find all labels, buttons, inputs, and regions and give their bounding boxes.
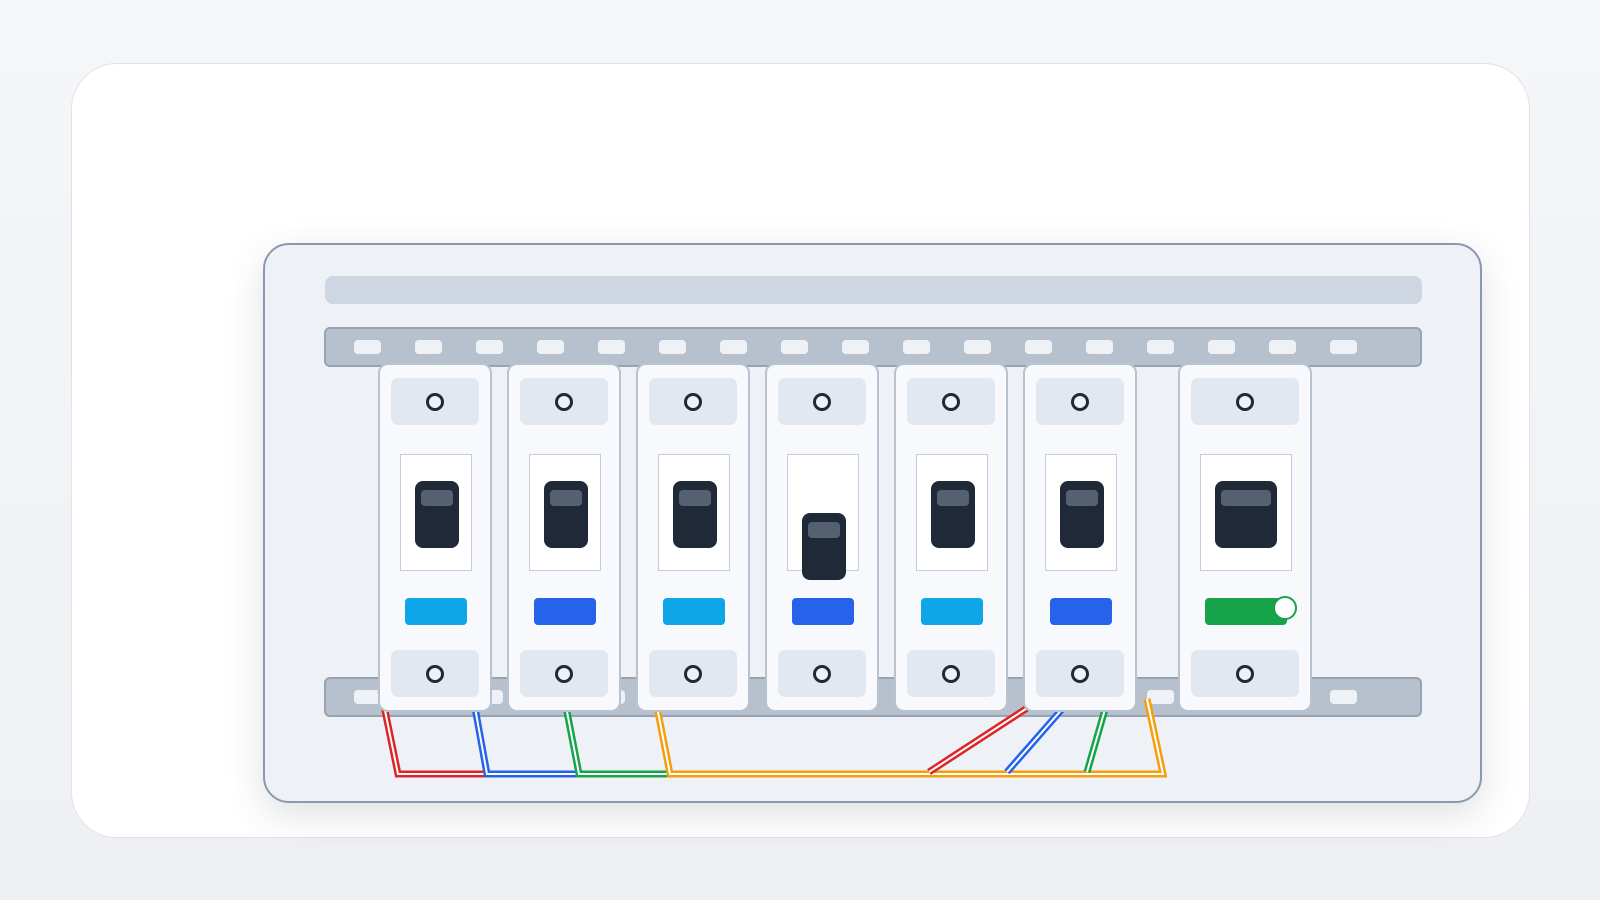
terminal-bottom: [778, 650, 866, 697]
breaker-4: [765, 363, 879, 712]
screw-icon: [426, 392, 444, 411]
lever-grip: [808, 522, 840, 538]
status-indicator: [921, 598, 983, 625]
breaker-lever[interactable]: [931, 481, 975, 548]
breaker-lever[interactable]: [1060, 481, 1104, 548]
rail-slot: [354, 340, 381, 354]
rail-slot: [781, 340, 808, 354]
terminal-top: [520, 378, 608, 425]
din-rail-top: [324, 327, 1422, 367]
lever-grip: [679, 490, 711, 506]
screw-icon: [942, 392, 960, 411]
wire-core: [928, 698, 1042, 773]
breaker-lever[interactable]: [544, 481, 588, 548]
screw-icon: [1071, 664, 1089, 683]
rail-slot: [1330, 340, 1357, 354]
breaker-1: [378, 363, 492, 712]
rail-slot: [354, 690, 381, 704]
label-strip: [325, 276, 1422, 304]
terminal-bottom: [1036, 650, 1124, 697]
breaker-6: [1023, 363, 1137, 712]
screw-icon: [555, 664, 573, 683]
screw-icon: [555, 392, 573, 411]
terminal-bottom: [520, 650, 608, 697]
screw-icon: [813, 392, 831, 411]
terminal-bottom: [907, 650, 995, 697]
rail-slot: [1330, 690, 1357, 704]
terminal-top: [778, 378, 866, 425]
breaker-2: [507, 363, 621, 712]
screw-icon: [684, 664, 702, 683]
screw-icon: [813, 664, 831, 683]
breaker-lever[interactable]: [802, 513, 846, 580]
wiring: [377, 690, 1168, 778]
main-breaker: [1178, 363, 1312, 712]
breaker-lever[interactable]: [673, 481, 717, 548]
breaker-panel: [263, 243, 1482, 803]
rail-slot: [842, 340, 869, 354]
terminal-top: [649, 378, 737, 425]
status-indicator[interactable]: [1205, 596, 1297, 625]
screw-icon: [942, 664, 960, 683]
rail-slot: [659, 340, 686, 354]
rail-slot: [415, 340, 442, 354]
breaker-lever[interactable]: [1215, 481, 1277, 548]
lever-grip: [421, 490, 453, 506]
lever-grip: [1066, 490, 1098, 506]
terminal-top: [907, 378, 995, 425]
terminal-top: [1191, 378, 1299, 425]
rail-slot: [720, 340, 747, 354]
lever-grip: [550, 490, 582, 506]
rail-slot: [1025, 340, 1052, 354]
terminal-top: [391, 378, 479, 425]
breaker-3: [636, 363, 750, 712]
screw-icon: [1071, 392, 1089, 411]
wire-core: [653, 690, 1165, 775]
rail-slot: [1269, 340, 1296, 354]
rail-slot: [903, 340, 930, 354]
breaker-5: [894, 363, 1008, 712]
screw-icon: [684, 392, 702, 411]
breaker-lever[interactable]: [415, 481, 459, 548]
panel-card: [71, 63, 1530, 838]
screw-icon: [1236, 392, 1254, 411]
status-indicator: [663, 598, 725, 625]
rail-slot: [476, 340, 503, 354]
terminal-bottom: [1191, 650, 1299, 697]
screw-icon: [1236, 664, 1254, 683]
toggle-knob[interactable]: [1273, 596, 1297, 620]
rail-slot: [537, 340, 564, 354]
terminal-bottom: [649, 650, 737, 697]
rail-slot: [964, 340, 991, 354]
status-indicator: [405, 598, 467, 625]
status-indicator: [1050, 598, 1112, 625]
wire-core: [380, 690, 487, 775]
rail-slot: [1147, 340, 1174, 354]
status-indicator: [792, 598, 854, 625]
rail-slot: [1147, 690, 1174, 704]
screw-icon: [426, 664, 444, 683]
rail-slot: [598, 340, 625, 354]
status-indicator: [534, 598, 596, 625]
lever-grip: [937, 490, 969, 506]
rail-slot: [1086, 340, 1113, 354]
wire-core: [471, 690, 579, 775]
terminal-bottom: [391, 650, 479, 697]
rail-slot: [1208, 340, 1235, 354]
terminal-top: [1036, 378, 1124, 425]
lever-grip: [1221, 490, 1271, 506]
wire-core: [562, 690, 669, 775]
